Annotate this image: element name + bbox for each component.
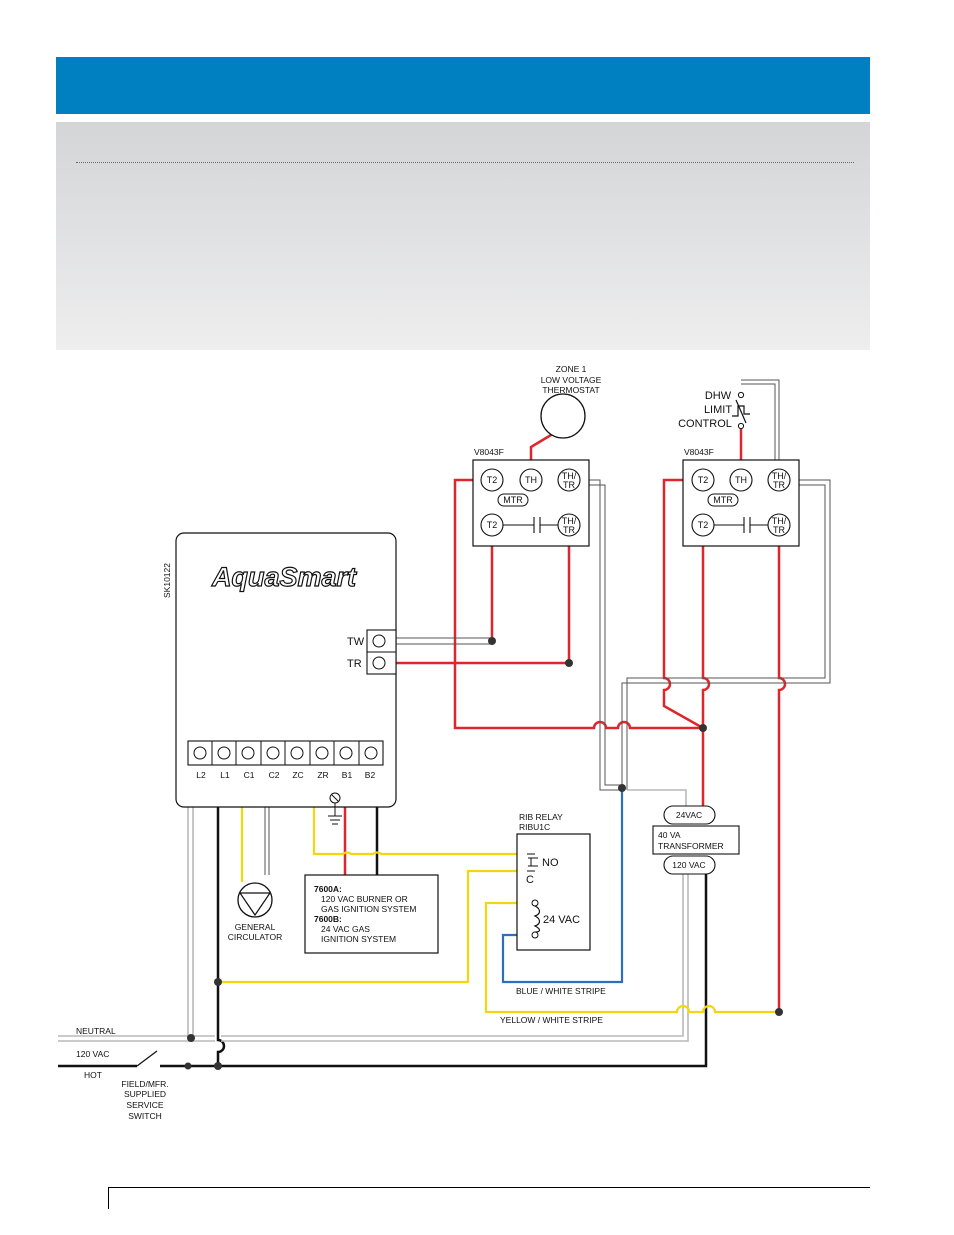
relay-no: NO [542, 857, 559, 869]
terminal-strip [193, 741, 378, 765]
burner-line-1: 120 VAC BURNER OR [321, 894, 408, 904]
circulator-label-1: GENERAL [235, 922, 276, 932]
blue-wire-label: BLUE / WHITE STRIPE [516, 986, 606, 996]
relay-label-1: RIB RELAY [519, 812, 563, 822]
terminal-zc: ZC [292, 770, 303, 780]
valve2-thtr-upper-b: TR [773, 480, 785, 490]
yellow-wires [218, 756, 779, 1014]
switch-label-2: SUPPLIED [124, 1089, 166, 1099]
thermostat-label-3: THERMOSTAT [542, 385, 599, 395]
service-switch: FIELD/MFR. SUPPLIED SERVICE SWITCH [121, 1050, 169, 1121]
burner-7600a: 7600A: [314, 884, 342, 894]
switch-label-1: FIELD/MFR. [121, 1079, 168, 1089]
valve2-thtr-lower-a: TH/ [772, 516, 787, 526]
valve2-label: V8043F [684, 447, 714, 457]
valve2-thtr-upper-a: TH/ [772, 471, 787, 481]
terminal-l2: L2 [196, 770, 206, 780]
general-circulator: GENERAL CIRCULATOR [228, 882, 282, 942]
blue-wires [501, 790, 624, 984]
terminal-c2: C2 [269, 770, 280, 780]
aquasmart-controller: SK10122 AquaSmart TW TR L2 L1 C1 C2 ZC Z… [162, 532, 397, 825]
terminal-b1: B1 [342, 770, 353, 780]
switch-label-3: SERVICE [126, 1100, 163, 1110]
dotted-divider [76, 162, 854, 163]
transformer-40va: 40 VA [658, 830, 681, 840]
zone-valve-2: V8043F T2 TH TH/ TR MTR T2 TH/ TR [682, 447, 800, 547]
valve1-label: V8043F [474, 447, 504, 457]
switch-label-4: SWITCH [128, 1111, 162, 1121]
burner-line-4: IGNITION SYSTEM [321, 934, 396, 944]
valve2-thtr-lower-b: TR [773, 525, 785, 535]
rib-relay: RIB RELAY RIBU1C NO C 24 VAC [516, 812, 591, 951]
burner-line-3: 24 VAC GAS [321, 924, 370, 934]
relay-c: C [526, 874, 534, 886]
junction-dots [184, 637, 783, 1070]
relay-label-2: RIBU1C [519, 822, 550, 832]
aquasmart-logo: AquaSmart [211, 562, 357, 592]
terminal-b2: B2 [365, 770, 376, 780]
valve2-th: TH [735, 475, 747, 485]
zone-thermostat: ZONE 1 LOW VOLTAGE THERMOSTAT [540, 364, 602, 439]
valve1-t2-upper: T2 [487, 475, 498, 485]
header-bar [56, 57, 870, 114]
thermostat-label-2: LOW VOLTAGE [541, 375, 602, 385]
valve1-th: TH [525, 475, 537, 485]
valve1-thtr-upper-a: TH/ [562, 471, 577, 481]
yellow-wire-label: YELLOW / WHITE STRIPE [500, 1015, 603, 1025]
neutral-label: NEUTRAL [76, 1026, 116, 1036]
intro-panel [56, 122, 870, 350]
burner-box: 7600A: 120 VAC BURNER OR GAS IGNITION SY… [304, 874, 439, 954]
transformer-120vac: 120 VAC [672, 860, 705, 870]
transformer-24vac: 24VAC [676, 810, 702, 820]
transformer: 24VAC 40 VA TRANSFORMER 120 VAC [652, 805, 740, 875]
double-wires [264, 379, 831, 875]
terminal-l1: L1 [220, 770, 230, 780]
vac-label: 120 VAC [76, 1049, 109, 1059]
tr-terminal-label: TR [347, 658, 362, 670]
footer-rule [108, 1187, 870, 1188]
dhw-label-2: LIMIT [704, 404, 732, 416]
zone-valve-1: V8043F T2 TH TH/ TR MTR T2 TH/ TR [472, 447, 590, 547]
dhw-limit-control: DHW LIMIT CONTROL [678, 390, 750, 430]
tw-terminal-label: TW [347, 636, 365, 648]
footer-tick [108, 1187, 109, 1209]
valve2-t2-lower: T2 [698, 520, 709, 530]
burner-line-2: GAS IGNITION SYSTEM [321, 904, 416, 914]
valve1-mtr: MTR [503, 495, 523, 505]
transformer-label: TRANSFORMER [658, 841, 724, 851]
valve2-t2-upper: T2 [698, 475, 709, 485]
valve1-thtr-upper-b: TR [563, 480, 575, 490]
valve1-t2-lower: T2 [487, 520, 498, 530]
burner-7600b: 7600B: [314, 914, 342, 924]
dhw-label-3: CONTROL [678, 418, 732, 430]
terminal-zr: ZR [317, 770, 328, 780]
dhw-label-1: DHW [705, 390, 732, 402]
valve1-thtr-lower-b: TR [563, 525, 575, 535]
circulator-label-2: CIRCULATOR [228, 932, 282, 942]
thermostat-label-1: ZONE 1 [556, 364, 587, 374]
hot-label: HOT [84, 1070, 102, 1080]
valve2-mtr: MTR [713, 495, 733, 505]
terminal-c1: C1 [244, 770, 255, 780]
ground-icon [328, 792, 342, 825]
sk-number: SK10122 [162, 563, 172, 598]
valve1-thtr-lower-a: TH/ [562, 516, 577, 526]
relay-24vac: 24 VAC [543, 914, 580, 926]
